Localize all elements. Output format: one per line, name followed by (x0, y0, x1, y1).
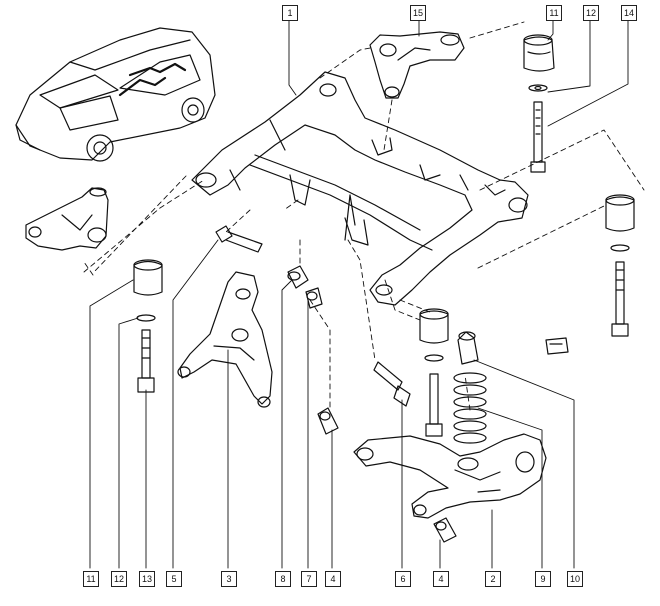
bush-8 (287, 265, 309, 289)
connector-block (545, 337, 569, 355)
callout-1: 1 (282, 5, 298, 21)
bush-11-right (605, 194, 635, 337)
bush-4-center (317, 407, 339, 435)
engine-mount-left (25, 187, 109, 251)
callout-15: 15 (410, 5, 426, 21)
bush-4-bottom (433, 517, 457, 543)
car-illustration (15, 27, 216, 162)
bush-11-center (419, 308, 449, 437)
callout-7: 7 (301, 571, 317, 587)
engine-mount-top (369, 31, 465, 99)
callout-11-bottom: 11 (83, 571, 99, 587)
bolt-5 (215, 225, 263, 253)
lower-arm-3 (177, 271, 273, 408)
callout-6: 6 (395, 571, 411, 587)
callout-4-right: 4 (433, 571, 449, 587)
callout-9: 9 (535, 571, 551, 587)
callout-3: 3 (221, 571, 237, 587)
subframe (191, 71, 529, 306)
callout-12-top: 12 (583, 5, 599, 21)
callout-5: 5 (166, 571, 182, 587)
callout-12-bottom: 12 (111, 571, 127, 587)
bush-7 (305, 287, 323, 309)
callout-2: 2 (485, 571, 501, 587)
bump-stop-10 (457, 331, 479, 365)
lower-arm-2 (353, 433, 547, 519)
bush-11-top (523, 34, 555, 173)
callout-4-left: 4 (325, 571, 341, 587)
callout-10: 10 (567, 571, 583, 587)
callout-13: 13 (139, 571, 155, 587)
callout-11-top: 11 (546, 5, 562, 21)
callout-14: 14 (621, 5, 637, 21)
assembly-lines (83, 21, 645, 411)
bolt-6 (373, 361, 411, 407)
bush-11-left (133, 259, 163, 393)
callout-8: 8 (275, 571, 291, 587)
leader-lines (89, 19, 629, 569)
